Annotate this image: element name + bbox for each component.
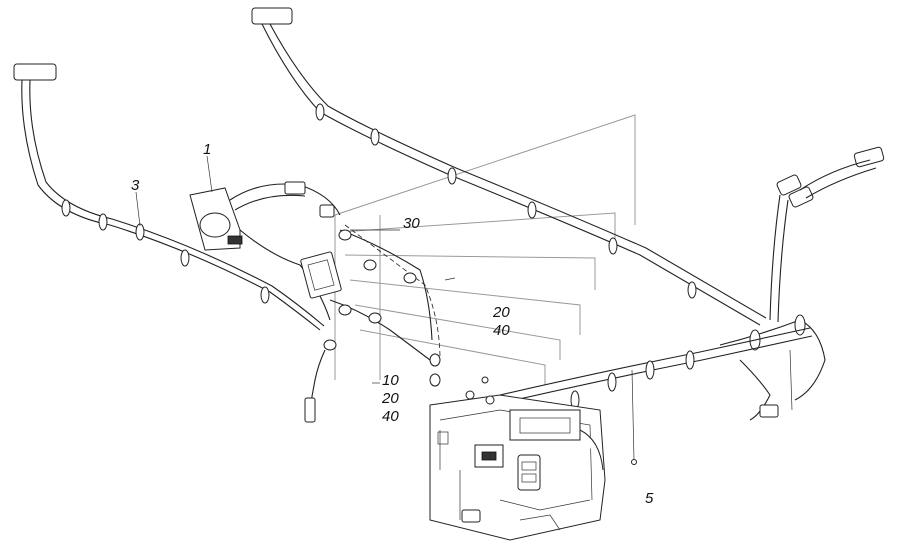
- harness-upper: [251, 7, 767, 326]
- central-harness: [300, 224, 456, 423]
- connector-right-1: [776, 174, 802, 196]
- central-box: [300, 251, 342, 299]
- harness-3: [13, 63, 325, 331]
- callout-item-5: 5: [645, 490, 654, 507]
- callout-20-upper: 20: [492, 304, 510, 321]
- callout-30: 30: [403, 215, 420, 232]
- leader-item-1: [206, 155, 213, 193]
- part-5-lower-assembly: [429, 376, 606, 541]
- connector-right-3: [853, 146, 885, 168]
- callout-item-1: 1: [203, 141, 211, 158]
- harness-right: [719, 146, 885, 421]
- part-1-connector-cluster: [189, 181, 341, 321]
- sensor-probe: [304, 397, 316, 423]
- callout-10: 10: [382, 372, 399, 389]
- leader-lines: [135, 155, 400, 384]
- connector-right-low: [759, 404, 779, 418]
- callout-40-upper: 40: [493, 322, 510, 339]
- callout-20-lower: 20: [381, 390, 399, 407]
- callout-40-lower: 40: [382, 408, 399, 425]
- watermark-logo: [334, 114, 636, 385]
- leader-item-3: [135, 191, 141, 227]
- connector-top: [251, 7, 293, 25]
- connector-right-2: [788, 186, 814, 208]
- callout-item-3: 3: [131, 177, 140, 194]
- callout-labels: 1 3 30 20 40 10 20 40 5: [131, 141, 654, 507]
- harness-cross-bar: [499, 327, 813, 465]
- connector-left-top: [13, 63, 57, 81]
